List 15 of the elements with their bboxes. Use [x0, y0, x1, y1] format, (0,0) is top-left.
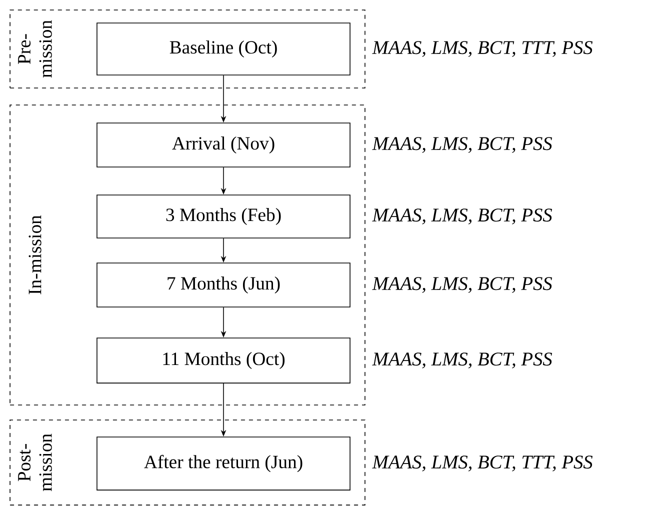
stage-box: 3 Months (Feb) — [96, 194, 350, 238]
stage-box: 11 Months (Oct) — [96, 338, 350, 384]
assessment-list: MAAS, LMS, BCT, PSS — [372, 137, 552, 153]
assessment-list: MAAS, LMS, BCT, PSS — [372, 277, 552, 293]
group-label: In-mission — [28, 215, 42, 294]
assessment-list: MAAS, LMS, BCT, TTT, PSS — [372, 456, 593, 472]
stage-box: After the return (Jun) — [96, 436, 350, 490]
assessment-list: MAAS, LMS, BCT, PSS — [372, 352, 552, 368]
assessment-list: MAAS, LMS, BCT, TTT, PSS — [372, 41, 593, 57]
assessment-list: MAAS, LMS, BCT, PSS — [372, 208, 552, 224]
stage-box: Baseline (Oct) — [96, 22, 350, 76]
stage-box: Arrival (Nov) — [96, 122, 350, 168]
group-label: Post-mission — [18, 434, 52, 492]
group-label: Pre-mission — [18, 20, 52, 78]
stage-box: 7 Months (Jun) — [96, 262, 350, 308]
